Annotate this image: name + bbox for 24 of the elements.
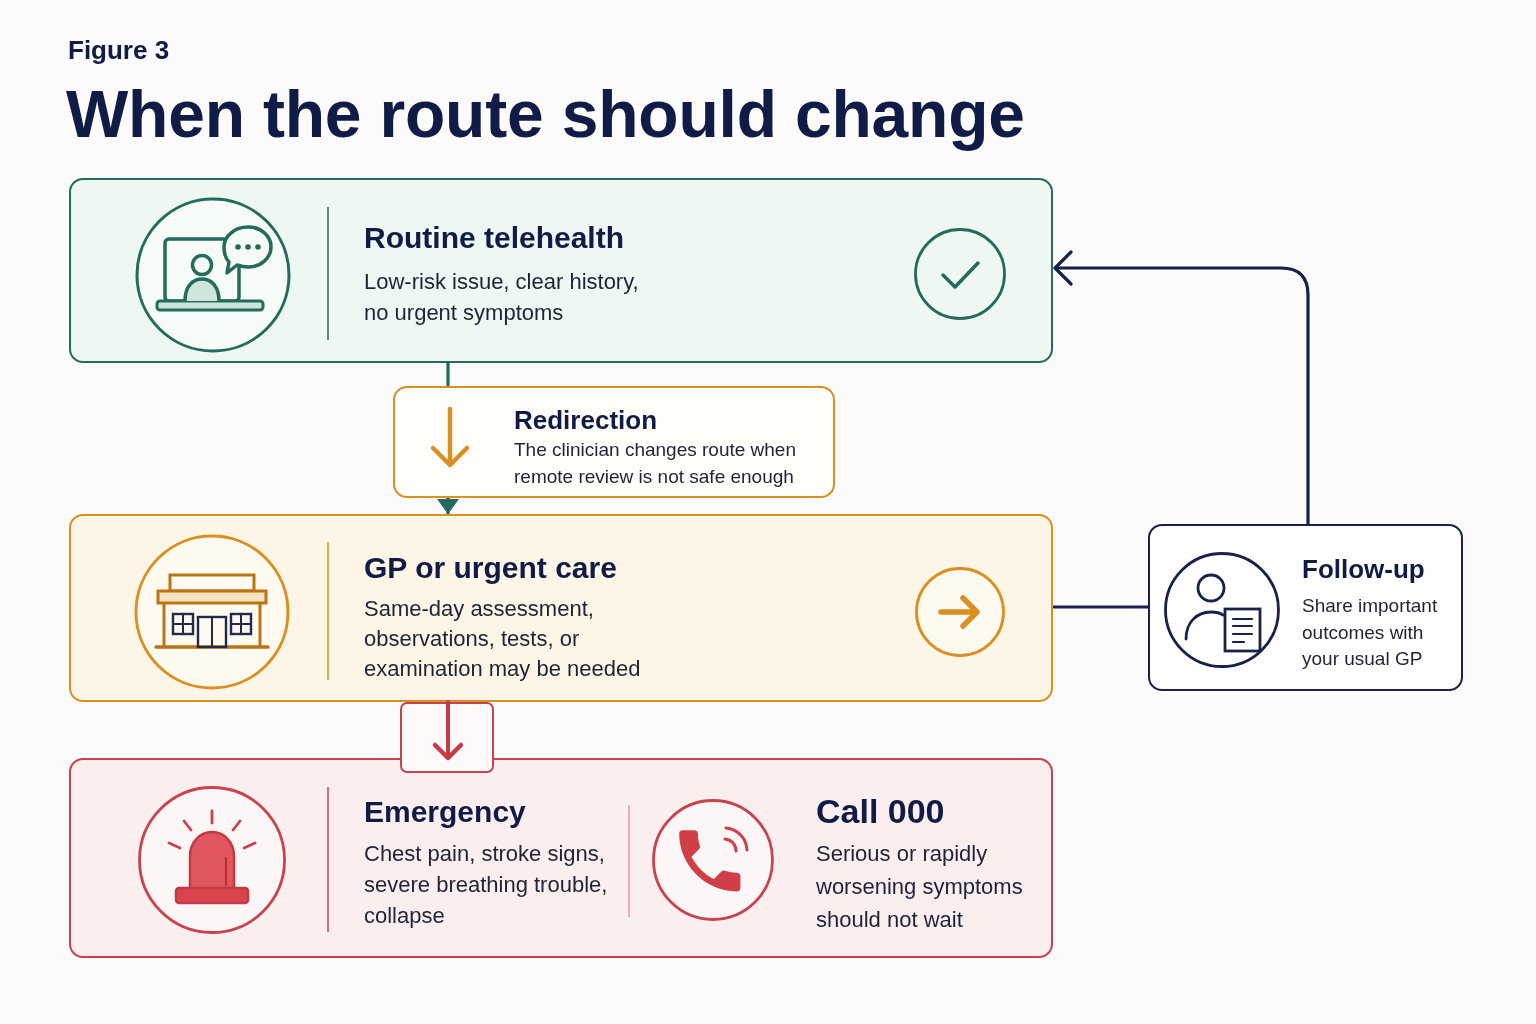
panel-heading: Call 000 (816, 791, 946, 832)
panel-heading: GP or urgent care (364, 550, 618, 586)
connector-arrow (432, 700, 464, 761)
connector-arrow (437, 498, 459, 514)
figure-label: Figure 3 (68, 35, 170, 67)
panel-heading: Redirection (514, 405, 659, 437)
connector-line (1053, 605, 1148, 609)
panel-description: Same-day assessment, observations, tests, or examination may be needed (364, 595, 642, 683)
panel-description: Chest pain, stroke signs, severe breathing trouble, collapse (364, 840, 609, 930)
route-panel (69, 178, 1053, 363)
figure-title: When the route should change (66, 78, 1025, 151)
callout-box (393, 386, 835, 498)
route-panel (69, 758, 1053, 958)
connector-line (446, 363, 450, 386)
connector-arrow (1053, 250, 1310, 524)
panel-description: Share important outcomes with your usual GP (1302, 594, 1439, 672)
panel-heading: Routine telehealth (364, 220, 626, 256)
panel-heading: Emergency (364, 794, 527, 830)
route-panel (69, 514, 1053, 702)
panel-heading: Follow-up (1302, 554, 1426, 586)
panel-description: The clinician changes route when remote review is not safe enough (514, 438, 797, 490)
panel-description: Serious or rapidly worsening symptoms should not wait (816, 839, 1024, 934)
panel-description: Low-risk issue, clear history, no urgent symptoms (364, 268, 640, 327)
info-card (1148, 524, 1463, 691)
